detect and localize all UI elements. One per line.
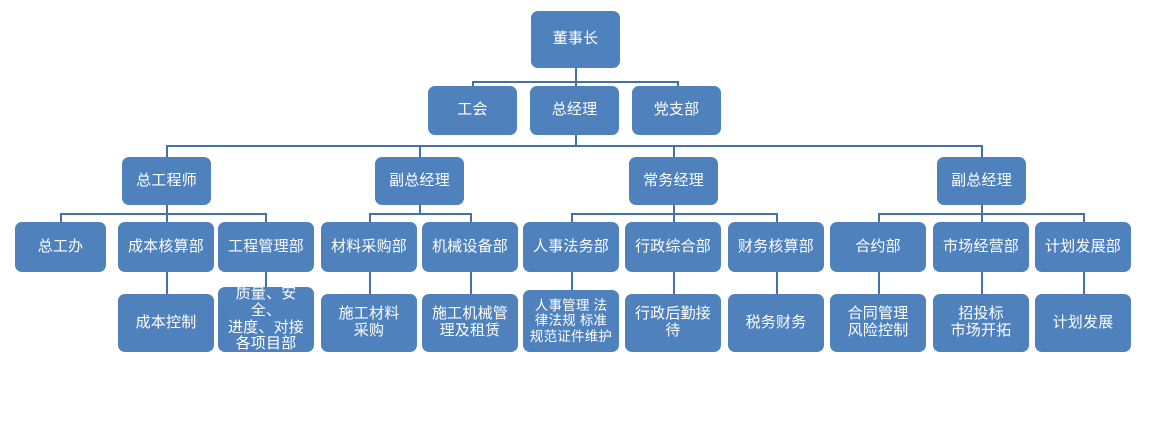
connector-admin-general-up [673,213,675,222]
connector-deputy-gm-1-down [419,205,421,214]
node-material-purchase-dept[interactable]: 材料采购部 [321,222,417,272]
node-machinery-equipment-dept[interactable]: 机械设备部 [422,222,518,272]
connector-hr-legal-duties-link [571,272,573,294]
connector-deputy-gm-2-down [981,205,983,214]
node-construction-machinery-lease[interactable]: 施工机械管 理及租赁 [422,294,518,352]
connector-hr-legal-up [571,213,573,222]
node-bidding-market-expansion[interactable]: 招投标 市场开拓 [933,294,1029,352]
node-contract-risk-control[interactable]: 合同管理 风险控制 [830,294,926,352]
node-chief-engineer[interactable]: 总工程师 [122,157,211,205]
connector-contract-risk-link [878,272,880,294]
node-plan-development-dept[interactable]: 计划发展部 [1035,222,1131,272]
node-quality-safety-progress[interactable]: 质量、安全、 进度、对接 各项目部 [218,285,314,352]
node-market-operation-dept[interactable]: 市场经营部 [933,222,1029,272]
connector-quality-safety-link [265,272,267,294]
node-finance-accounting-dept[interactable]: 财务核算部 [728,222,824,272]
node-project-management-dept[interactable]: 工程管理部 [218,222,314,272]
connector-chief-eng-office-up [60,213,62,222]
connector-plan-development-up [1083,213,1085,222]
connector-chief-engineer-down [166,205,168,214]
connector-chairman-down [575,68,577,82]
connector-admin-logistics-link [673,272,675,294]
node-union[interactable]: 工会 [428,86,517,135]
node-plan-development-duties[interactable]: 计划发展 [1035,294,1131,352]
connector-tax-finance-link [776,272,778,294]
node-cost-accounting-dept[interactable]: 成本核算部 [118,222,214,272]
connector-chief-engineer-up [166,145,168,158]
connector-project-mgmt-up [265,213,267,222]
connector-level3-bus [166,145,982,147]
connector-exec-manager-down [673,205,675,214]
node-hr-legal-duties[interactable]: 人事管理 法 律法规 标准 规范证件维护 [523,290,619,352]
connector-dgm1-children-bus [369,213,471,215]
node-tax-finance[interactable]: 税务财务 [728,294,824,352]
connector-construction-material-link [369,272,371,294]
connector-cost-control-link [166,272,168,294]
connector-exec-manager-up [673,145,675,158]
connector-market-operation-up [981,213,983,222]
node-chief-engineer-office[interactable]: 总工办 [15,222,106,272]
connector-ce-children-bus [60,213,266,215]
connector-gm-up [575,81,577,87]
connector-material-purchase-up [369,213,371,222]
node-hr-legal-dept[interactable]: 人事法务部 [523,222,619,272]
node-chairman[interactable]: 董事长 [531,11,620,68]
node-general-manager[interactable]: 总经理 [530,86,619,135]
connector-plan-dev-duties-link [1083,272,1085,294]
connector-union-up [472,81,474,87]
connector-contract-dept-up [878,213,880,222]
node-deputy-general-manager-2[interactable]: 副总经理 [937,157,1026,205]
connector-gm-down [575,135,577,146]
node-construction-material-purchase[interactable]: 施工材料 采购 [321,294,417,352]
connector-construction-machinery-link [470,272,472,294]
node-deputy-general-manager-1[interactable]: 副总经理 [375,157,464,205]
connector-deputy-gm-1-up [419,145,421,158]
node-admin-logistics-reception[interactable]: 行政后勤接 待 [625,294,721,352]
node-admin-general-dept[interactable]: 行政综合部 [625,222,721,272]
node-contract-dept[interactable]: 合约部 [830,222,926,272]
connector-cost-accounting-up [166,213,168,222]
connector-party-up [677,81,679,87]
connector-machinery-equip-up [470,213,472,222]
connector-deputy-gm-2-up [981,145,983,158]
node-party-branch[interactable]: 党支部 [632,86,721,135]
node-executive-manager[interactable]: 常务经理 [629,157,718,205]
node-cost-control[interactable]: 成本控制 [118,294,214,352]
connector-bidding-market-link [981,272,983,294]
connector-finance-accounting-up [776,213,778,222]
